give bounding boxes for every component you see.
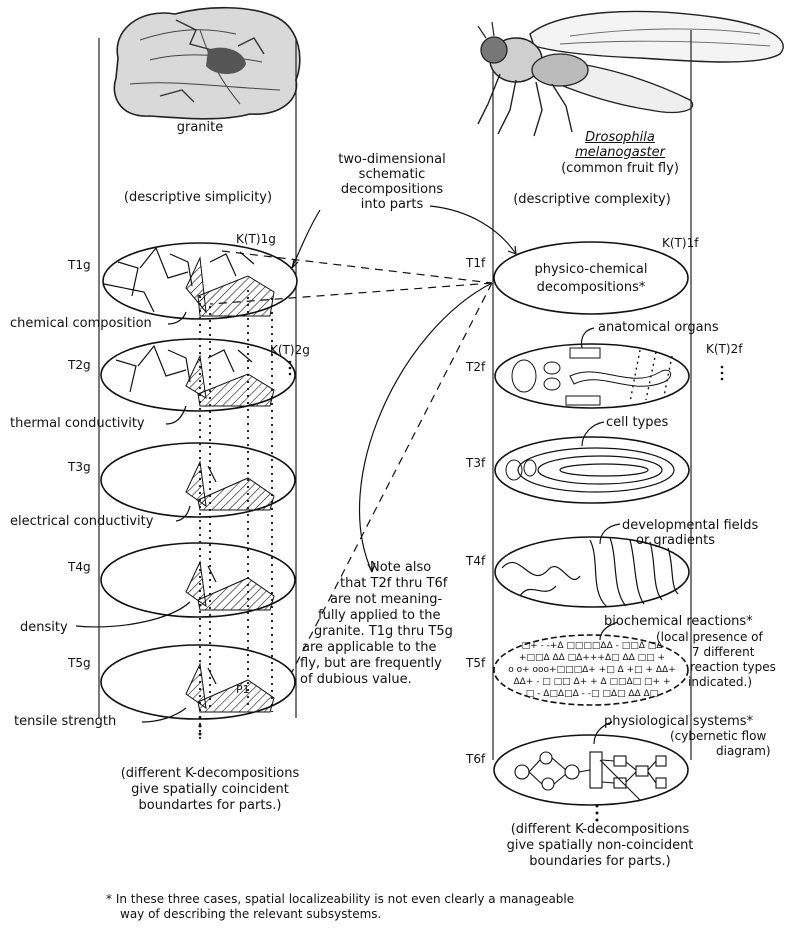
granite-level-label-5: T5g: [68, 656, 91, 671]
granite-level-label-3: T3g: [68, 460, 91, 475]
granite-property-2: thermal conductivity: [10, 416, 145, 431]
fly-k-label-1: K(T)1f: [662, 236, 698, 251]
fly-ellipse-2: [495, 344, 689, 408]
side-note-line-6: are applicable to the: [302, 640, 436, 655]
granite-property-3: electrical conductivity: [10, 514, 153, 529]
fly-annotation-1-line-1: physico-chemical: [516, 262, 666, 277]
fly-common-name: (common fruit fly): [550, 161, 690, 176]
fly-level-label-4: T4f: [466, 554, 485, 569]
granite-ellipse-1: [103, 243, 297, 319]
fly-level-label-2: T2f: [466, 360, 485, 375]
fly-level-label-6: T6f: [466, 752, 485, 767]
fly-ellipse-1: [494, 242, 688, 314]
fly-ellipse-6: [494, 735, 688, 805]
fly-illustration: [478, 11, 783, 136]
fly-ellipse-3: [495, 437, 689, 503]
center-note-line-3: decompositions: [302, 182, 482, 197]
granite-title: granite: [150, 120, 250, 135]
granite-footnote-line-2: give spatially coincident: [100, 782, 320, 797]
center-note-line-2: schematic: [302, 167, 482, 182]
svg-text:□+ - -+Δ □□□□ΔΔ - □□Δ □Δ: □+ - -+Δ □□□□ΔΔ - □□Δ □Δ: [522, 641, 664, 651]
center-note-line-4: into parts: [302, 197, 482, 212]
fly-footnote-line-2: give spatially non-coincident: [480, 838, 720, 853]
side-note-line-5: granite. T1g thru T5g: [314, 624, 453, 639]
granite-property-1: chemical composition: [10, 316, 152, 331]
fly-annotation-5-line-1: biochemical reactions*: [604, 614, 753, 629]
fly-annotation-6-line-1: physiological systems*: [604, 714, 753, 729]
svg-text:+□□Δ ΔΔ □Δ+++Δ□ ΔΔ □□ +: +□□Δ ΔΔ □Δ+++Δ□ ΔΔ □□ +: [519, 653, 665, 663]
bottom-note-line-2: way of describing the relevant subsystem…: [120, 907, 381, 922]
granite-ellipse-4: [101, 543, 295, 617]
side-note-line-8: of dubious value.: [300, 672, 412, 687]
granite-level-label-1: T1g: [68, 258, 91, 273]
granite-ellipse-3: [101, 443, 295, 517]
fly-level-label-1: T1f: [466, 256, 485, 271]
svg-text:ΔΔ+ - □ □□ Δ+ + Δ □□Δ□ □+ +: ΔΔ+ - □ □□ Δ+ + Δ □□Δ□ □+ +: [513, 677, 670, 687]
granite-k-label-2: K(T)2g: [270, 343, 310, 358]
fly-annotation-5-line-5: indicated.): [688, 675, 752, 690]
fly-annotation-6-line-3: diagram): [716, 744, 771, 759]
fly-annotation-3: cell types: [606, 415, 668, 430]
granite-footnote-line-1: (different K-decompositions: [100, 766, 320, 781]
granite-level-label-2: T2g: [68, 358, 91, 373]
granite-footnote-line-3: boundartes for parts.): [100, 798, 320, 813]
fly-footnote-line-3: boundaries for parts.): [480, 854, 720, 869]
fly-annotation-6-line-2: (cybernetic flow: [670, 729, 766, 744]
fly-annotation-4-line-1: developmental fields: [622, 518, 758, 533]
granite-property-5: tensile strength: [14, 714, 116, 729]
side-note-line-7: fly, but are frequently: [300, 656, 442, 671]
granite-ellipses: [101, 243, 297, 719]
fly-subtitle: (descriptive complexity): [492, 192, 692, 207]
fly-annotation-5-line-3: 7 different: [692, 645, 754, 660]
side-note-line-2: that T2f thru T6f: [340, 576, 447, 591]
fly-annotation-4-line-2: or gradients: [636, 533, 715, 548]
granite-ellipse-2: [101, 339, 295, 411]
granite-property-4: density: [20, 620, 68, 635]
granite-k-label-1: K(T)1g: [236, 232, 276, 247]
side-note-line-1: Note also: [370, 560, 431, 575]
fly-level-label-5: T5f: [466, 656, 485, 671]
fly-annotation-1-line-2: decompositions*: [516, 280, 666, 295]
granite-ellipse-5: [101, 645, 295, 719]
center-note-line-1: two-dimensional: [302, 152, 482, 167]
side-note-line-3: are not meaning-: [330, 592, 442, 607]
fly-species-name-2: melanogaster: [560, 145, 680, 160]
fly-species-name-1: Drosophila: [560, 130, 680, 145]
granite-level-label-4: T4g: [68, 560, 91, 575]
fly-annotation-5-line-4: reaction types: [690, 660, 776, 675]
side-note-line-4: fully applied to the: [318, 608, 440, 623]
fly-level-label-3: T3f: [466, 456, 485, 471]
bottom-note-line-1: * In these three cases, spatial localize…: [106, 892, 574, 907]
fly-annotation-5-line-2: (local presence of: [656, 630, 763, 645]
svg-text:o o+ ooo+□□□Δ+ +□ Δ +□ + ΔΔ+: o o+ ooo+□□□Δ+ +□ Δ +□ + ΔΔ+: [508, 665, 676, 675]
fly-ellipse-5: □+ - -+Δ □□□□ΔΔ - □□Δ □Δ +□□Δ ΔΔ □Δ+++Δ□…: [494, 635, 688, 705]
granite-rock-illustration: [114, 8, 299, 119]
fly-k-label-2: K(T)2f: [706, 342, 742, 357]
fly-annotation-2: anatomical organs: [598, 320, 719, 335]
svg-text:□ - Δ□Δ□Δ - -□ □Δ□ ΔΔ Δ□: □ - Δ□Δ□Δ - -□ □Δ□ ΔΔ Δ□: [526, 689, 658, 699]
granite-part-label: P1: [236, 682, 250, 697]
granite-subtitle: (descriptive simplicity): [98, 190, 298, 205]
fly-footnote-line-1: (different K-decompositions: [480, 822, 720, 837]
